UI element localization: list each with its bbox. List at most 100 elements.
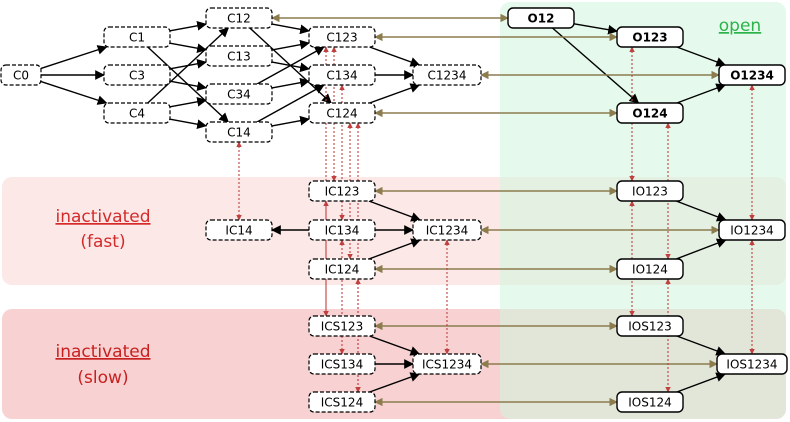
- arrow-C124-C1234: [369, 83, 421, 104]
- state-ic124: IC124: [308, 258, 376, 280]
- state-o123: O123: [616, 26, 684, 48]
- state-ic123: IC123: [308, 180, 376, 202]
- state-label: O12: [528, 12, 555, 26]
- arrow-ICS123-ICS1234: [369, 335, 421, 356]
- state-ics123: ICS123: [308, 315, 376, 337]
- state-box: [205, 7, 273, 29]
- state-ics134: ICS134: [308, 353, 376, 375]
- state-box: [718, 219, 786, 241]
- state-io124: IO124: [616, 258, 684, 280]
- arrow-C4-C14: [169, 118, 207, 130]
- state-c1: C1: [103, 26, 171, 48]
- state-box: [308, 258, 376, 280]
- state-ics124: ICS124: [308, 391, 376, 413]
- state-label: C134: [326, 69, 357, 83]
- state-box: [205, 83, 273, 105]
- state-c124: C124: [308, 102, 376, 124]
- state-label: IOS123: [628, 320, 672, 334]
- state-label: C13: [227, 50, 251, 64]
- arrow-C3-C34: [169, 80, 207, 92]
- state-box: [616, 26, 684, 48]
- arrow-ICS124-ICS1234: [369, 372, 421, 393]
- state-c4: C4: [103, 102, 171, 124]
- state-box: [718, 64, 786, 86]
- state-box: [205, 45, 273, 67]
- state-box: [308, 219, 376, 241]
- state-label: IO1234: [730, 224, 774, 238]
- state-io1234: IO1234: [718, 219, 786, 241]
- arrow-C1-C13: [169, 42, 207, 54]
- state-box: [308, 180, 376, 202]
- state-box: [0, 64, 42, 86]
- state-label: IC124: [325, 263, 360, 277]
- arrow-O124-O1234: [676, 83, 727, 104]
- state-label: O1234: [730, 69, 774, 83]
- state-label: IC123: [325, 185, 360, 199]
- transition-arrows: [40, 13, 755, 407]
- state-box: [103, 26, 171, 48]
- state-c0: C0: [0, 64, 42, 86]
- state-o12: O12: [507, 7, 575, 29]
- state-label: C123: [326, 31, 357, 45]
- state-box: [616, 258, 684, 280]
- state-box: [616, 180, 684, 202]
- state-box: [103, 64, 171, 86]
- state-c123: C123: [308, 26, 376, 48]
- state-box: [308, 102, 376, 124]
- arrow-C34-C123: [256, 46, 325, 85]
- fast-label: inactivated: [55, 207, 150, 227]
- state-c3: C3: [103, 64, 171, 86]
- slow-sublabel: (slow): [77, 368, 128, 388]
- state-box: [103, 102, 171, 124]
- state-label: C1234: [428, 69, 467, 83]
- state-box: [308, 391, 376, 413]
- arrow-C4-C12: [147, 27, 229, 104]
- state-label: C0: [13, 69, 29, 83]
- state-ic1234: IC1234: [412, 219, 482, 241]
- state-ios124: IOS124: [616, 391, 684, 413]
- state-box: [412, 64, 482, 86]
- fast-sublabel: (fast): [80, 232, 125, 252]
- state-label: IOS1234: [726, 358, 777, 372]
- state-label: C1: [129, 31, 145, 45]
- arrow-IOS124-IOS1234: [676, 372, 727, 393]
- open-label: open: [719, 16, 761, 36]
- state-label: C34: [227, 88, 251, 102]
- arrow-C13-C123: [271, 39, 310, 51]
- state-label: C14: [227, 126, 251, 140]
- arrow-C14-C134: [256, 84, 325, 123]
- state-label: IC14: [225, 224, 252, 238]
- state-label: O123: [632, 31, 667, 45]
- state-box: [507, 7, 575, 29]
- arrow-C0-C4: [40, 80, 108, 105]
- state-ios1234: IOS1234: [716, 353, 788, 375]
- arrow-IC123-IC1234: [368, 200, 421, 222]
- arrow-C123-C1234: [369, 46, 421, 67]
- state-c14: C14: [205, 121, 273, 143]
- state-box: [205, 121, 273, 143]
- state-box: [716, 353, 788, 375]
- arrow-C34-C134: [271, 77, 310, 89]
- state-c12: C12: [205, 7, 273, 29]
- state-label: IOS124: [628, 396, 672, 410]
- state-label: C12: [227, 12, 251, 26]
- arrow-IOS123-IOS1234: [676, 335, 727, 356]
- state-o1234: O1234: [718, 64, 786, 86]
- state-c134: C134: [308, 64, 376, 86]
- state-ics1234: ICS1234: [412, 353, 482, 375]
- state-box: [616, 391, 684, 413]
- state-label: ICS1234: [422, 358, 472, 372]
- arrow-C14-C124: [271, 115, 310, 127]
- state-box: [412, 353, 482, 375]
- arrow-IO124-IO1234: [675, 238, 727, 260]
- state-label: IO123: [632, 185, 668, 199]
- state-box: [616, 315, 684, 337]
- state-label: IC1234: [426, 224, 468, 238]
- state-box: [616, 102, 684, 124]
- state-ios123: IOS123: [616, 315, 684, 337]
- state-label: IO124: [632, 263, 668, 277]
- state-box: [308, 64, 376, 86]
